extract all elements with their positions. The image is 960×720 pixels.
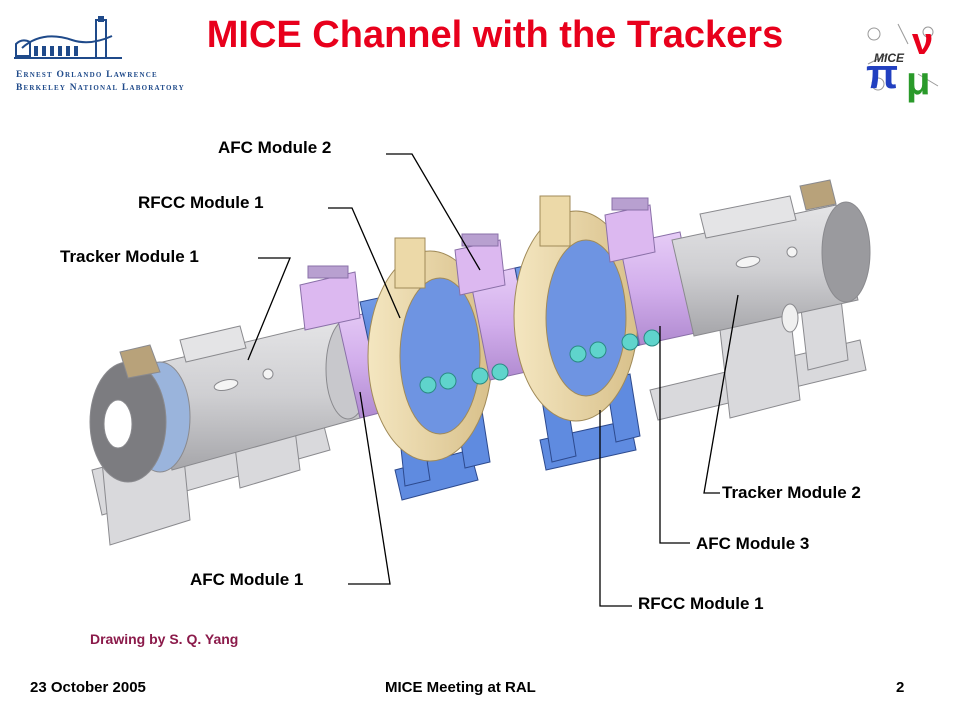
lbnl-logo: Ernest Orlando Lawrence Berkeley Nationa… bbox=[12, 16, 192, 96]
mice-logo-text: MICE bbox=[874, 51, 905, 65]
svg-text:μ: μ bbox=[906, 59, 930, 103]
mice-logo-icon: ν π μ MICE bbox=[862, 18, 944, 103]
tracker-2-stand bbox=[649, 289, 867, 421]
leader-afc-module-3 bbox=[659, 326, 690, 544]
svg-text:π: π bbox=[866, 50, 898, 97]
leader-afc-module-1 bbox=[348, 391, 391, 585]
footer-page-number: 2 bbox=[896, 679, 905, 696]
footer-meeting: MICE Meeting at RAL bbox=[385, 679, 536, 696]
label-rfcc-module-1-bottom: RFCC Module 1 bbox=[638, 594, 764, 613]
label-rfcc-module-1-top: RFCC Module 1 bbox=[138, 193, 264, 212]
tracker-module-1 bbox=[89, 318, 371, 483]
leader-rfcc-module-1-bottom bbox=[599, 410, 632, 607]
lbnl-name-line1: Ernest Orlando Lawrence bbox=[16, 70, 158, 80]
leader-rfcc-module-1-top bbox=[328, 207, 401, 319]
leader-tracker-module-2 bbox=[703, 294, 739, 494]
label-tracker-module-2: Tracker Module 2 bbox=[722, 483, 861, 502]
label-afc-module-3: AFC Module 3 bbox=[696, 534, 810, 553]
connectors bbox=[419, 329, 661, 394]
page-title: MICE Channel with the Trackers bbox=[206, 14, 784, 56]
label-afc-module-2: AFC Module 2 bbox=[218, 138, 332, 157]
mice-logo: ν π μ MICE bbox=[858, 14, 948, 104]
leader-afc-module-2 bbox=[386, 153, 481, 271]
tracker-module-2 bbox=[671, 179, 871, 337]
leader-lines bbox=[247, 153, 739, 607]
svg-text:ν: ν bbox=[912, 21, 933, 63]
coupling-ring-2 bbox=[513, 195, 639, 422]
drawing-credit: Drawing by S. Q. Yang bbox=[90, 631, 239, 647]
label-afc-module-1: AFC Module 1 bbox=[190, 570, 304, 589]
footer-date: 23 October 2005 bbox=[30, 679, 146, 696]
label-tracker-module-1: Tracker Module 1 bbox=[60, 247, 199, 266]
lbnl-building-icon bbox=[12, 16, 122, 59]
leader-tracker-module-1 bbox=[247, 257, 291, 361]
coupling-ring-1 bbox=[367, 237, 493, 462]
lbnl-name-line2: Berkeley National Laboratory bbox=[16, 83, 185, 93]
